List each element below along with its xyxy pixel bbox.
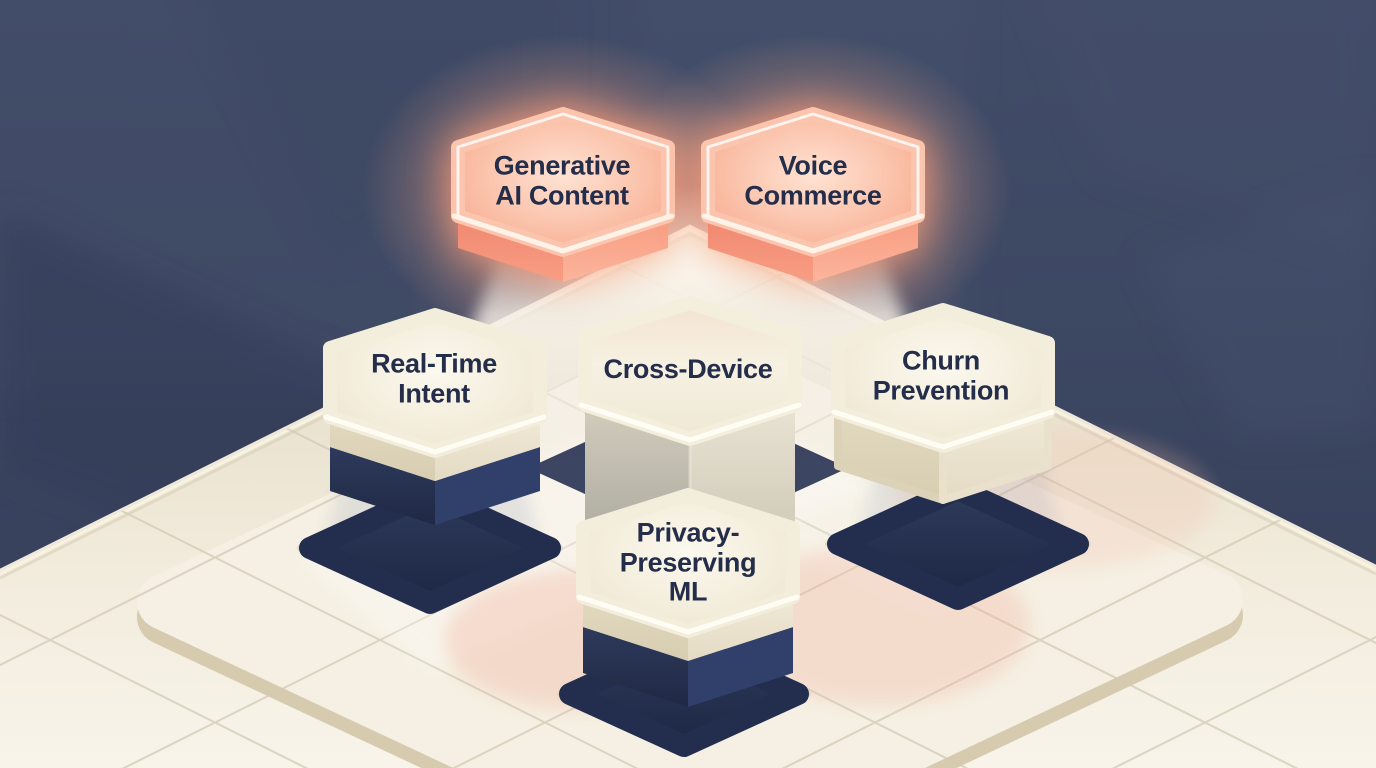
hexagon-voice-commerce [701, 107, 925, 282]
hexagon-cross-device [578, 296, 802, 446]
hexagon-generative-ai-content [451, 107, 675, 282]
hexagon-privacy-preserving-ml [576, 488, 800, 707]
hexagon-real-time-intent [323, 308, 547, 525]
hexagon-churn-prevention [831, 303, 1055, 504]
